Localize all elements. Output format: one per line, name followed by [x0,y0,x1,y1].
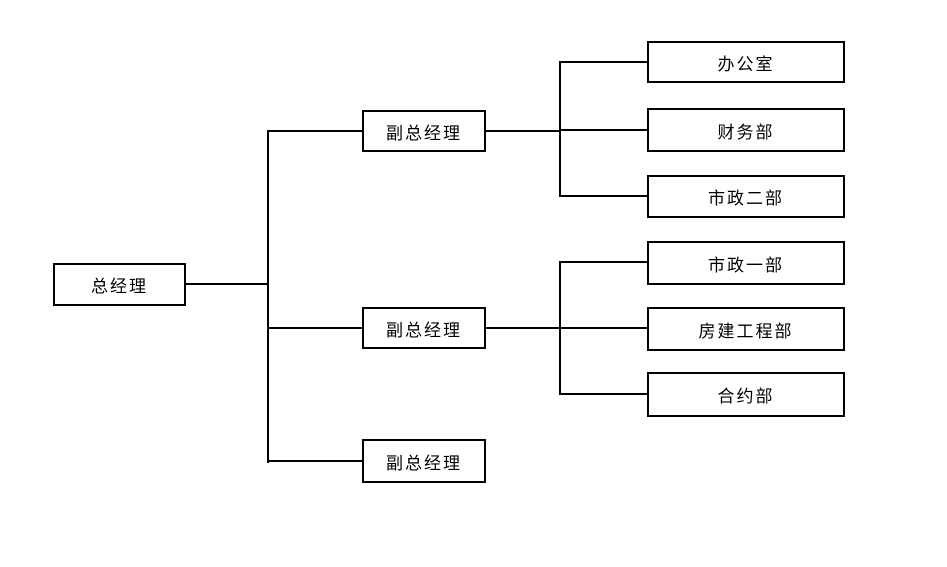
node-general-manager: 总经理 [53,263,186,306]
node-deputy-gm-3: 副总经理 [362,439,486,483]
connector-deputy1-horizontal [486,130,561,132]
node-municipal-dept-2: 市政二部 [647,175,845,218]
node-label: 房建工程部 [698,321,794,341]
connector-deputy1-branch-1 [559,61,647,63]
node-deputy-gm-1: 副总经理 [362,110,486,152]
node-label: 副总经理 [386,320,462,340]
node-deputy-gm-2: 副总经理 [362,307,486,349]
node-office: 办公室 [647,41,845,83]
connector-root-trunk [267,130,269,463]
node-municipal-dept-1: 市政一部 [647,241,845,285]
node-label: 办公室 [717,54,775,74]
connector-root-branch-1 [267,130,362,132]
node-label: 财务部 [717,122,775,142]
node-label: 总经理 [91,277,148,296]
node-label: 副总经理 [386,123,462,143]
node-housing-construction-dept: 房建工程部 [647,307,845,351]
node-finance-dept: 财务部 [647,108,845,152]
connector-root-horizontal [186,283,269,285]
node-label: 市政一部 [708,255,784,275]
node-label: 合约部 [717,387,775,406]
node-contract-dept: 合约部 [647,372,845,417]
connector-root-branch-2 [267,327,362,329]
connector-deputy2-branch-3 [559,393,647,395]
node-label: 市政二部 [708,189,784,208]
connector-deputy1-branch-2 [559,129,647,131]
node-label: 副总经理 [386,453,462,473]
connector-deputy2-branch-1 [559,261,647,263]
connector-root-branch-3 [267,460,362,462]
connector-deputy2-branch-2 [559,327,647,329]
connector-deputy2-horizontal [486,327,561,329]
connector-deputy1-branch-3 [559,195,647,197]
